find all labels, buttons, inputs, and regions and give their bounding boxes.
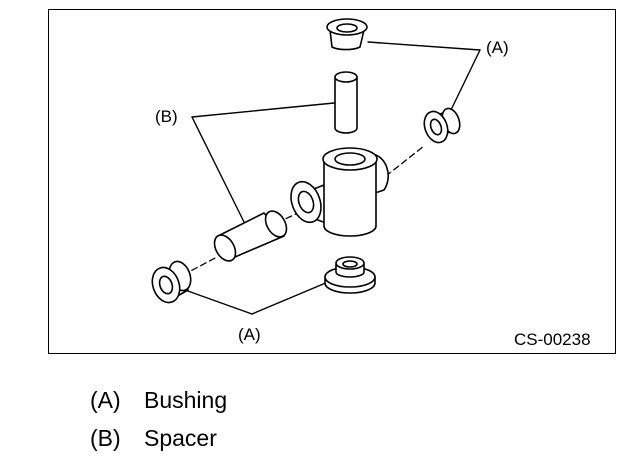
legend-key: (B) (90, 425, 121, 451)
figure-code: CS-00238 (514, 330, 591, 349)
legend-row-bushing: (A) Bushing (90, 381, 227, 419)
callout-a-bottom: (A) (238, 325, 261, 344)
callout-a-top: (A) (486, 38, 509, 57)
callout-b: (B) (155, 107, 178, 126)
spacer-horizontal (213, 210, 288, 262)
legend-key: (A) (90, 387, 121, 413)
legend-label: Spacer (144, 425, 217, 451)
bushing-left (151, 260, 192, 304)
figure-frame (48, 9, 616, 354)
central-housing (290, 147, 389, 237)
bushing-bottom (324, 256, 376, 294)
legend-row-spacer: (B) Spacer (90, 419, 227, 457)
spacer-vertical (334, 71, 358, 134)
legend: (A) Bushing (B) Spacer (90, 381, 227, 457)
leader-lines (184, 41, 481, 315)
bushing-top (326, 18, 368, 51)
bushing-right (423, 107, 461, 144)
legend-label: Bushing (144, 387, 228, 413)
